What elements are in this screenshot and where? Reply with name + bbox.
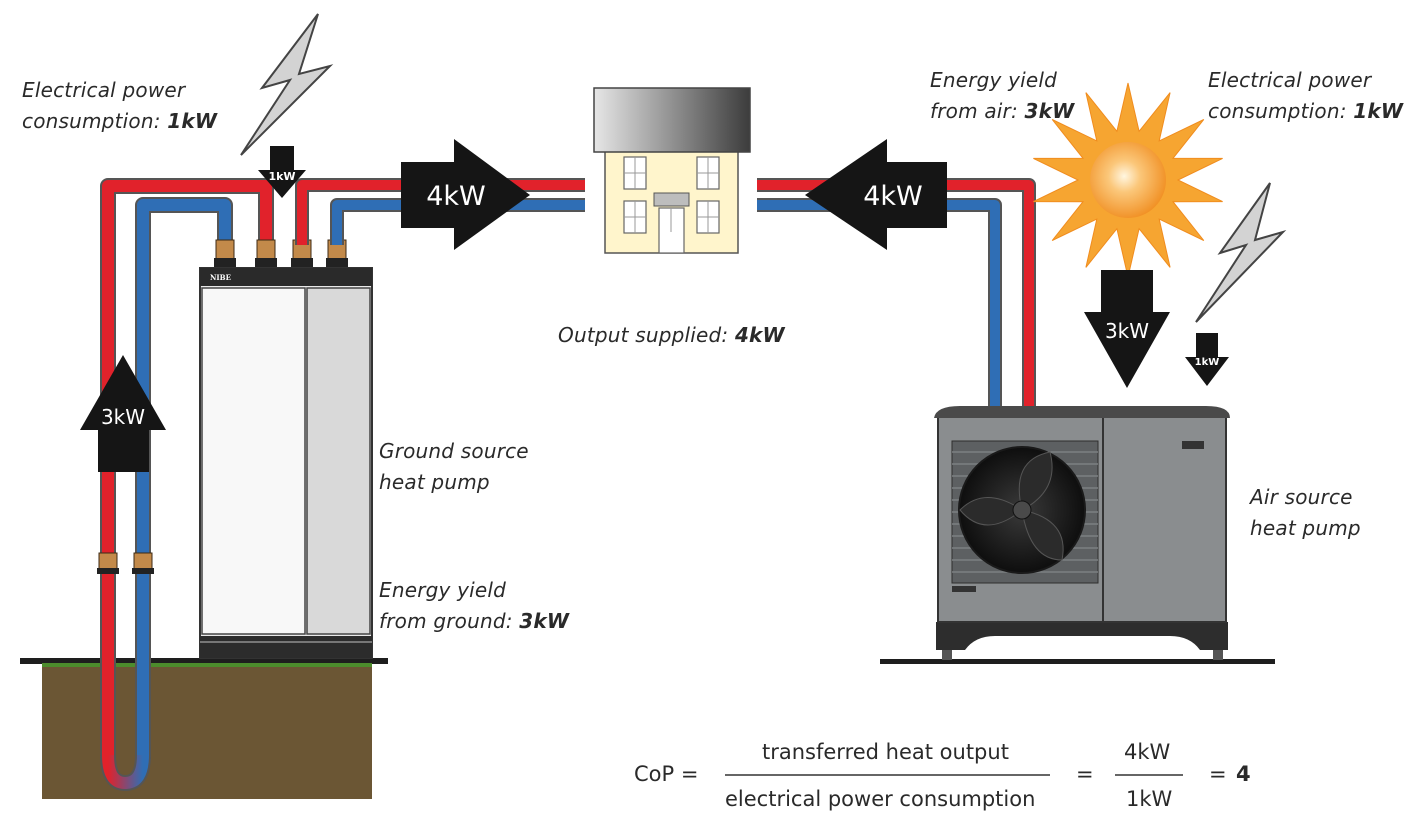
air-elec-caption: Electrical power consumption: 1kW <box>1208 65 1403 127</box>
air-pump-name: Air source heat pump <box>1250 482 1361 544</box>
output-value: 4kW <box>734 323 785 347</box>
ground-elec-prefix: consumption: <box>22 109 168 133</box>
formula-equals-2: = <box>1209 762 1227 786</box>
ground-elec-label: Electrical power <box>22 78 186 102</box>
ground-elec-value: 1kW <box>167 109 218 133</box>
air-source-heat-pump <box>880 406 1275 664</box>
output-caption: Output supplied: 4kW <box>558 320 785 351</box>
formula-num2: 4kW <box>1124 740 1171 764</box>
air-yield-prefix: from air: <box>930 99 1025 123</box>
small-arrow-ground-label: 1kW <box>268 170 295 183</box>
formula-result: 4 <box>1236 762 1251 786</box>
formula-numerator: transferred heat output <box>762 740 1009 764</box>
ground-loop-pipes <box>100 178 274 791</box>
air-elec-value: 1kW <box>1353 99 1404 123</box>
brand-logo: NIBE <box>210 273 231 282</box>
air-elec-prefix: consumption: <box>1208 99 1354 123</box>
ground-source-heat-pump <box>199 267 373 659</box>
big-arrow-ground-to-house <box>401 139 530 250</box>
small-arrow-air-1kw <box>1185 333 1229 386</box>
big-arrow-air-label: 4kW <box>863 181 923 212</box>
formula-lhs: CoP = <box>634 762 699 786</box>
ground-yield-caption: Energy yield from ground: 3kW <box>379 575 569 637</box>
big-arrow-air-to-house <box>805 139 947 250</box>
air-elec-label: Electrical power <box>1208 68 1372 92</box>
formula-equals-1: = <box>1076 762 1094 786</box>
big-arrow-ground-label: 4kW <box>426 181 486 212</box>
ground-elec-caption: Electrical power consumption: 1kW <box>22 75 217 137</box>
ground-pump-name-line2: heat pump <box>379 470 490 494</box>
output-prefix: Output supplied: <box>558 323 735 347</box>
formula-den2: 1kW <box>1126 787 1173 811</box>
ground-pump-name: Ground source heat pump <box>379 436 529 498</box>
air-yield-caption: Energy yield from air: 3kW <box>930 65 1074 127</box>
up-arrow-ground-3kw <box>80 355 166 472</box>
house <box>593 87 751 254</box>
ground-yield-value: 3kW <box>519 609 570 633</box>
ground-yield-prefix: from ground: <box>379 609 520 633</box>
lightning-bolt-right-icon <box>1195 182 1287 323</box>
down-arrow-sun-3kw <box>1084 270 1170 388</box>
air-pump-name-line1: Air source <box>1250 485 1353 509</box>
air-pump-name-line2: heat pump <box>1250 516 1361 540</box>
pipe-fittings <box>97 239 348 574</box>
ground-block <box>20 658 388 799</box>
down-arrow-sun-label: 3kW <box>1105 319 1149 343</box>
up-arrow-ground-label: 3kW <box>101 405 145 429</box>
ground-yield-line1: Energy yield <box>379 578 507 602</box>
air-yield-line1: Energy yield <box>930 68 1058 92</box>
formula-denominator: electrical power consumption <box>725 787 1036 811</box>
air-yield-value: 3kW <box>1024 99 1075 123</box>
small-arrow-ground-1kw <box>258 146 306 198</box>
ground-pump-name-line1: Ground source <box>379 439 529 463</box>
lightning-bolt-left-icon <box>240 13 334 156</box>
small-arrow-air-label: 1kW <box>1195 357 1220 368</box>
